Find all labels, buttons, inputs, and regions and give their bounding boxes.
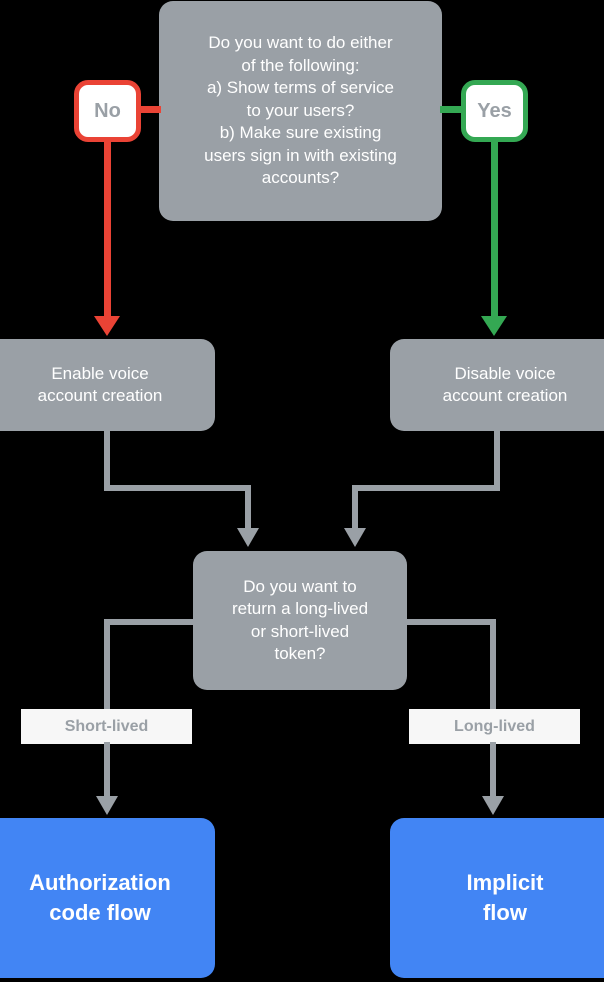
connector-disable-voice-horizontal [352, 485, 500, 491]
connector-long-lived-to-implicit [490, 742, 496, 798]
arrowhead-disable-voice-to-question [344, 528, 366, 547]
arrowhead-no-to-enable-voice [94, 316, 120, 336]
connector-disable-voice-vertical [494, 431, 500, 490]
process-node-disable-voice-account-creation: Disable voice account creation [390, 339, 604, 431]
connector-decision-to-yes [440, 106, 464, 113]
connector-enable-voice-vertical [104, 431, 110, 490]
connector-decision-to-no [137, 106, 161, 113]
connector-no-to-enable-voice [104, 140, 111, 318]
connector-yes-to-disable-voice [491, 140, 498, 318]
decision-node-terms-or-existing-users: Do you want to do either of the followin… [159, 1, 442, 221]
connector-enable-voice-horizontal [104, 485, 251, 491]
connector-enable-voice-down-to-question [245, 485, 251, 530]
connector-question-to-short-lived-horizontal [104, 619, 196, 625]
connector-short-lived-to-auth-code [104, 742, 110, 798]
connector-question-to-long-lived-vertical [490, 619, 496, 711]
connector-disable-voice-down-to-question [352, 485, 358, 530]
process-node-enable-voice-account-creation: Enable voice account creation [0, 339, 215, 431]
arrowhead-short-lived-to-auth-code [96, 796, 118, 815]
arrowhead-yes-to-disable-voice [481, 316, 507, 336]
arrowhead-enable-voice-to-question [237, 528, 259, 547]
connector-question-to-short-lived-vertical [104, 619, 110, 711]
result-node-authorization-code-flow: Authorization code flow [0, 818, 215, 978]
edge-label-short-lived: Short-lived [21, 709, 192, 744]
result-node-implicit-flow: Implicit flow [390, 818, 604, 978]
decision-node-token-lifetime: Do you want to return a long-lived or sh… [193, 551, 407, 690]
edge-label-long-lived: Long-lived [409, 709, 580, 744]
arrowhead-long-lived-to-implicit [482, 796, 504, 815]
answer-chip-no[interactable]: No [74, 80, 141, 142]
connector-question-to-long-lived-horizontal [404, 619, 496, 625]
answer-chip-yes[interactable]: Yes [461, 80, 528, 142]
